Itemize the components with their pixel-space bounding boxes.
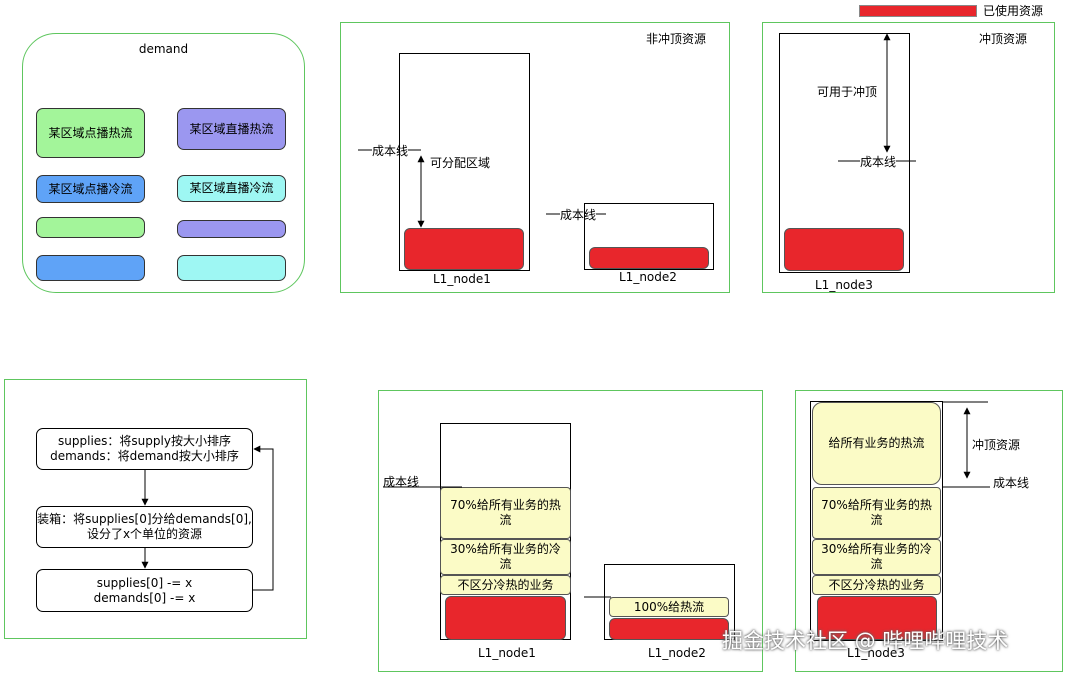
allocation-panel (378, 390, 763, 672)
flowchart-panel (4, 379, 307, 639)
alloc-node2-used-bar (609, 618, 729, 640)
alloc-node3-hot70: 70%给所有业务的热流 (812, 487, 941, 539)
alloc-node1-label: L1_node1 (478, 646, 536, 660)
peak-title: 冲顶资源 (979, 32, 1028, 46)
non-peak-title: 非冲顶资源 (646, 32, 707, 46)
alloc-node3-used-bar (817, 596, 937, 640)
node3-cost-line-label: 成本线 (860, 155, 897, 169)
alloc-node2-hot100: 100%给热流 (609, 597, 729, 617)
available-for-peak-label: 可用于冲顶 (817, 85, 878, 99)
peak-panel (762, 22, 1055, 293)
demand-live-hot-small (177, 220, 286, 238)
flow-step-pack: 装箱：将supplies[0]分给demands[0],设分了x个单位的资源 (36, 506, 253, 548)
flow-loop-arrow (253, 445, 274, 591)
alloc-node3-peak-hot: 给所有业务的热流 (812, 402, 941, 485)
alloc-node1-mixed: 不区分冷热的业务 (440, 575, 571, 595)
demand-live-cold-small (177, 255, 286, 281)
demand-title: demand (138, 42, 189, 56)
alloc-cost-line-label: 成本线 (383, 475, 420, 489)
demand-live-hot: 某区域直播热流 (177, 108, 286, 150)
allocation-peak-panel (795, 390, 1063, 672)
node3-used-bar (784, 228, 904, 271)
allocatable-label: 可分配区域 (430, 156, 491, 170)
node3-label: L1_node3 (815, 278, 873, 292)
alloc-peak-resource-label: 冲顶资源 (972, 438, 1021, 452)
alloc-node1-cold30: 30%给所有业务的冷流 (440, 539, 571, 575)
alloc-node1-used-bar (445, 596, 566, 640)
legend-label: 已使用资源 (983, 4, 1044, 18)
demand-vod-hot: 某区域点播热流 (36, 108, 145, 158)
alloc-node3-mixed: 不区分冷热的业务 (812, 575, 941, 595)
node1-used-bar (404, 228, 524, 270)
alloc-peak-cost-line-label: 成本线 (993, 476, 1030, 490)
node1-label: L1_node1 (433, 272, 491, 286)
alloc-node3-label: L1_node3 (847, 646, 905, 660)
node2-cost-line-label: 成本线 (560, 208, 597, 222)
alloc-node1-hot70: 70%给所有业务的热流 (440, 487, 571, 539)
demand-live-cold: 某区域直播冷流 (177, 175, 286, 202)
alloc-node2-label: L1_node2 (648, 646, 706, 660)
demand-vod-hot-small (36, 217, 145, 238)
demand-vod-cold: 某区域点播冷流 (36, 175, 145, 203)
node2-used-bar (589, 247, 709, 269)
node1-cost-line-label: 成本线 (372, 144, 409, 158)
watermark: 掘金技术社区 @ 哔哩哔哩技术 (722, 629, 1009, 653)
node2-label: L1_node2 (619, 270, 677, 284)
demand-vod-cold-small (36, 255, 145, 281)
alloc-node3-cold30: 30%给所有业务的冷流 (812, 539, 941, 575)
legend-swatch (859, 5, 977, 17)
demand-panel (22, 33, 305, 293)
non-peak-panel (340, 22, 730, 293)
